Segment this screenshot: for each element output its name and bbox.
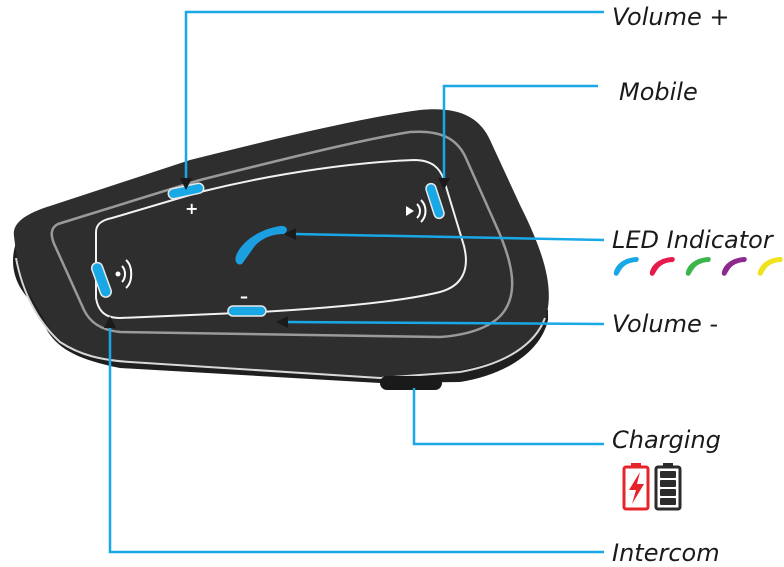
label-charging: Charging [612,426,721,454]
arrow-volume-minus [276,316,288,328]
device-shell [13,109,549,378]
leader-lines [108,10,605,554]
label-intercom: Intercom [612,539,720,567]
leader-volume-minus [285,320,605,326]
led-color-swatch [613,257,639,276]
led-color-swatch [757,257,783,276]
leader-charging [412,386,604,446]
volume-minus-button[interactable] [227,305,267,317]
cardo-logo-icon [235,225,287,265]
led-color-swatch [685,257,711,276]
leader-led [293,232,605,242]
led-color-swatch [649,257,675,276]
device-body [13,109,549,390]
arrow-volume-plus [180,178,192,190]
intercom-button[interactable] [90,261,113,299]
wifi-signal-icon [115,259,133,289]
battery-full-icon [654,463,682,511]
phone-sound-icon [406,199,427,223]
arrow-mobile [438,178,450,190]
mobile-button[interactable] [425,182,446,220]
arrow-intercom [104,316,116,328]
leader-volume-plus [184,10,604,180]
arrow-charging [408,376,420,388]
leader-intercom [108,326,604,554]
label-volume-plus: Volume + [612,3,730,31]
led-color-swatch [721,257,747,276]
volume-minus-symbol: – [240,287,248,306]
led-color-swatches [613,257,783,276]
leader-arrowheads [104,178,450,388]
label-volume-minus: Volume - [612,310,719,338]
arrow-led [284,228,296,240]
leader-mobile [442,84,598,180]
label-led-indicator: LED Indicator [612,226,773,254]
battery-charging-icon [622,463,650,511]
led-indicator [235,225,287,265]
device-trim-outer [50,130,514,339]
device-edge-line [15,257,546,380]
label-mobile: Mobile [619,78,698,106]
volume-plus-symbol: + [185,199,198,218]
